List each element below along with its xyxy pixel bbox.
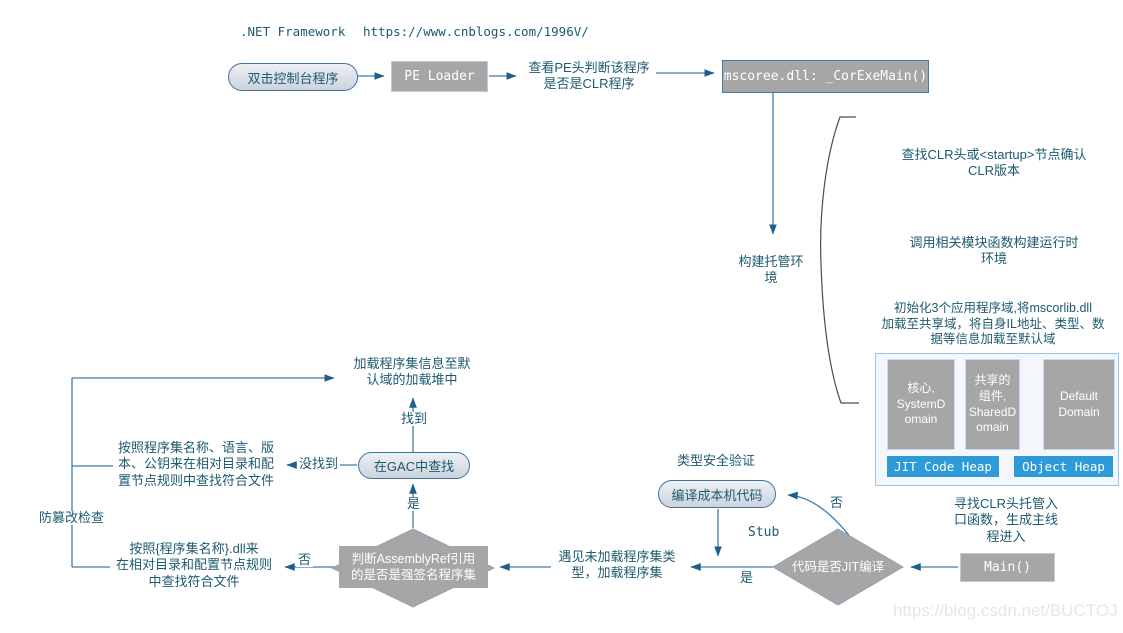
appdomain-container: 核心, SystemD omain 共享的 组件, SharedD omain … [875, 353, 1119, 486]
node-load-assembly-info: 加载程序集信息至默 认域的加载堆中 [353, 356, 471, 388]
node-search-by-name: 按照程序集名称、语言、版 本、公钥来在相对目录和配 置节点规则中查找符合文件 [117, 440, 274, 488]
header-url: https://www.cnblogs.com/1996V/ [363, 24, 589, 39]
node-pe-loader: PE Loader [391, 61, 488, 92]
step-find-clr-version: 查找CLR头或<startup>节点确认 CLR版本 [901, 147, 1087, 179]
node-meet-unloaded-assembly: 遇见未加载程序集类 型，加载程序集 [558, 549, 676, 581]
node-mscoree-dll: mscoree.dll: _CorExeMain() [722, 60, 929, 93]
node-double-click-console: 双击控制台程序 [228, 63, 358, 91]
node-compile-native: 编译成本机代码 [658, 480, 776, 508]
arrow-jit-no-curve [787, 491, 858, 547]
box-shared-domain: 共享的 组件, SharedD omain [965, 359, 1020, 450]
box-object-heap: Object Heap [1014, 456, 1113, 477]
right-group-parenthesis [820, 116, 859, 404]
watermark: https://blog.csdn.net/BUCTOJ [893, 601, 1118, 620]
diamond-assemblyref: 判断AssemblyRef引用 的是否是强签名程序集 [339, 546, 488, 588]
label-type-safety-check: 类型安全验证 [676, 453, 755, 468]
header-title: .NET Framework [240, 24, 346, 39]
label-no: 否 [296, 552, 314, 568]
diamond-is-jit-compiled: 代码是否JIT编译 [791, 559, 885, 574]
node-search-gac: 在GAC中查找 [358, 452, 470, 479]
label-found: 找到 [399, 411, 430, 427]
label-stub: Stub [746, 525, 782, 541]
node-check-pe-header: 查看PE头判断该程序 是否是CLR程序 [528, 60, 650, 92]
node-main-entry: Main() [960, 553, 1055, 582]
node-search-by-dll: 按照{程序集名称}.dll来 在相对目录和配置节点规则 中查找符合文件 [115, 541, 272, 589]
box-system-domain: 核心, SystemD omain [887, 359, 955, 450]
box-default-domain: Default Domain [1043, 359, 1115, 450]
label-yes-jit: 是 [738, 570, 756, 586]
step-call-modules: 调用相关模块函数构建运行时 环境 [909, 235, 1079, 267]
label-yes-gac: 是 [405, 496, 423, 512]
box-jit-code-heap: JIT Code Heap [887, 456, 999, 477]
label-not-found: 没找到 [297, 456, 341, 472]
step-find-entry-point: 寻找CLR头托管入 口函数，生成主线 程进入 [953, 496, 1058, 544]
label-tamper-check: 防篡改检查 [37, 510, 107, 526]
label-no-jit: 否 [828, 495, 846, 511]
step-init-appdomains: 初始化3个应用程序域,将mscorlib.dll 加载至共享域，将自身IL地址、… [881, 301, 1105, 347]
node-build-managed-env: 构建托管环 境 [738, 254, 804, 286]
